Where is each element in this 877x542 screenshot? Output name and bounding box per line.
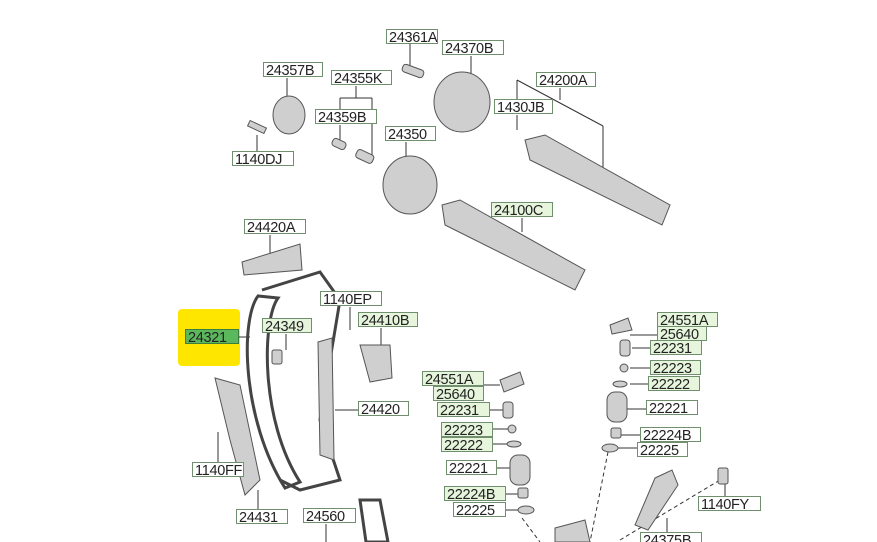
part-label-1140dj[interactable]: 1140DJ [232,151,294,166]
part-label-24200a[interactable]: 24200A [536,72,596,87]
part-label-22225-left[interactable]: 22225 [453,502,506,517]
part-label-22223-left[interactable]: 22223 [441,422,493,437]
part-label-24361a[interactable]: 24361A [386,29,438,44]
part-label-24100c[interactable]: 24100C [491,202,553,217]
part-label-1140ff[interactable]: 1140FF [192,462,244,477]
part-label-24551a-right[interactable]: 24551A [657,312,718,327]
part-label-24321-selected[interactable]: 24321 [185,329,239,344]
part-label-24420[interactable]: 24420 [358,401,409,416]
part-label-24350[interactable]: 24350 [385,126,436,141]
part-label-24551a-left[interactable]: 24551A [422,371,484,386]
part-label-24359b[interactable]: 24359B [315,109,377,124]
part-label-1430jb[interactable]: 1430JB [494,99,553,114]
part-label-25640-left[interactable]: 25640 [433,386,484,401]
part-label-24431[interactable]: 24431 [236,509,288,524]
part-label-24349[interactable]: 24349 [262,318,312,333]
part-label-22231-right[interactable]: 22231 [650,340,702,355]
part-label-22222-right[interactable]: 22222 [648,376,700,391]
part-label-22225-right[interactable]: 22225 [637,442,688,457]
part-label-24375b[interactable]: 24375B [640,532,702,542]
part-label-1140ep[interactable]: 1140EP [320,291,382,306]
part-label-24560[interactable]: 24560 [303,508,356,523]
part-label-24370b[interactable]: 24370B [442,40,504,55]
part-label-22224b-left[interactable]: 22224B [444,486,506,501]
part-label-24355k[interactable]: 24355K [331,70,392,85]
part-label-24410b[interactable]: 24410B [358,312,418,327]
part-label-22224b-right[interactable]: 22224B [640,427,701,442]
part-label-1140fy[interactable]: 1140FY [698,496,761,511]
part-label-25640-right[interactable]: 25640 [657,326,707,341]
part-label-22222-left[interactable]: 22222 [441,437,493,452]
part-label-22231-left[interactable]: 22231 [437,402,490,417]
part-label-24357b[interactable]: 24357B [263,62,323,77]
part-label-22221-left[interactable]: 22221 [446,460,497,475]
part-label-22221-right[interactable]: 22221 [646,400,698,415]
part-label-24420a[interactable]: 24420A [244,219,306,234]
part-label-22223-right[interactable]: 22223 [650,360,701,375]
